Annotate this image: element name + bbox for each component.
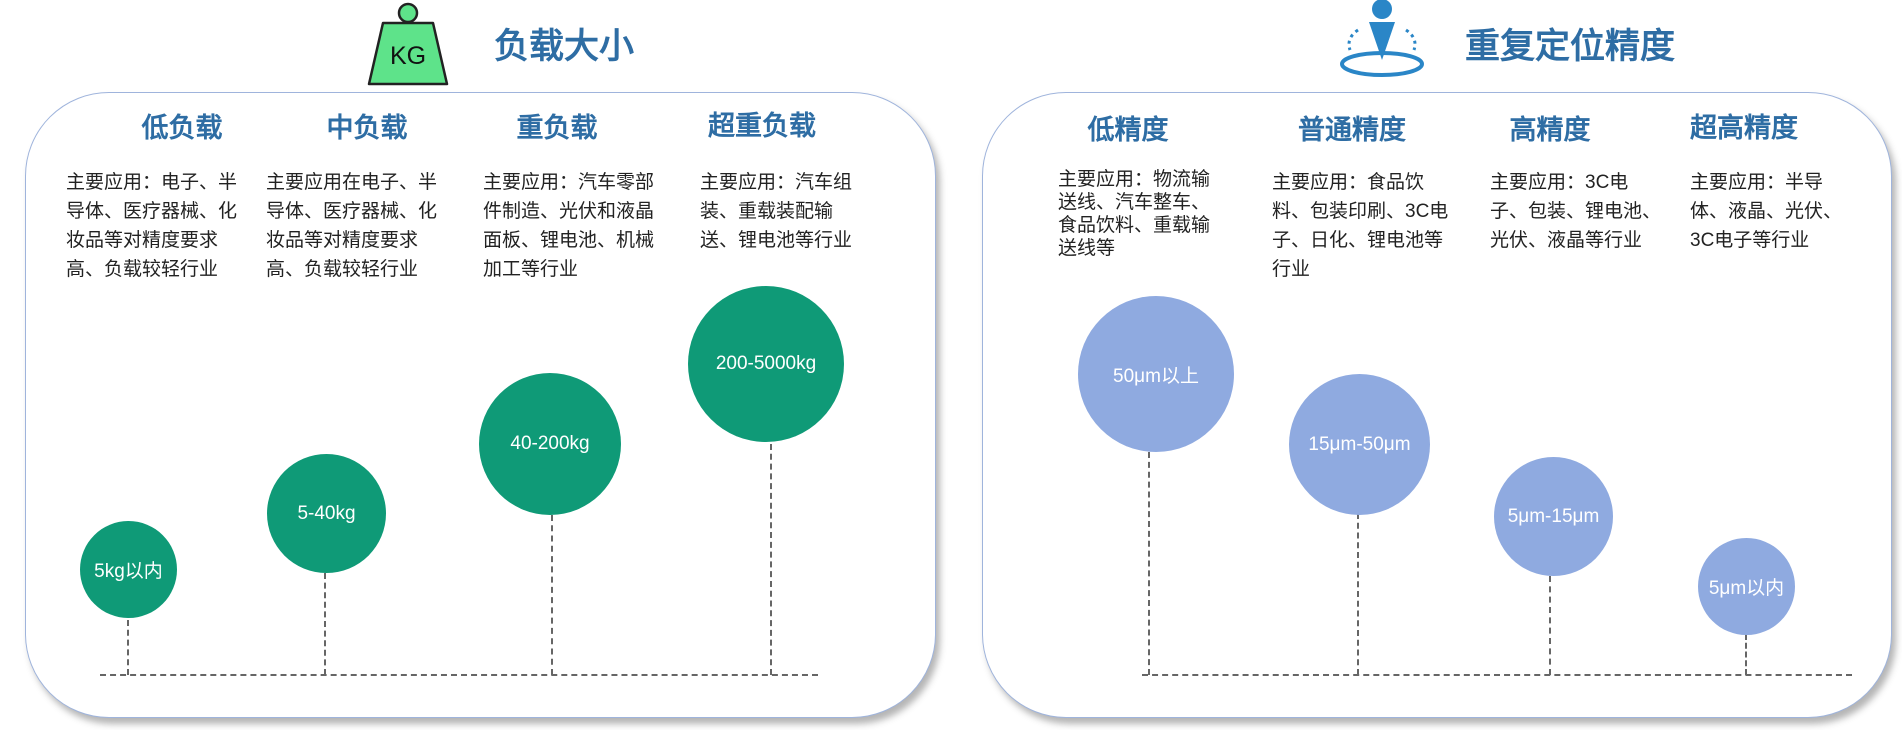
- category-title-super-heavy-load: 超重负载: [708, 111, 816, 141]
- load-title: 负载大小: [494, 27, 635, 66]
- category-desc-low-load: 主要应用：电子、半导体、医疗器械、化妆品等对精度要求高、负载较轻行业: [66, 172, 238, 280]
- connector-line: [324, 573, 326, 675]
- value-circle-medium-load: 5-40kg: [267, 454, 386, 573]
- connector-line: [1549, 576, 1551, 675]
- connector-line: [1745, 634, 1747, 675]
- precision-title: 重复定位精度: [1465, 27, 1676, 66]
- value-circle-low-precision: 50μm以上: [1078, 296, 1234, 452]
- value-circle-normal-precision: 15μm-50μm: [1289, 374, 1430, 515]
- category-desc-normal-precision: 主要应用：食品饮料、包装印刷、3C电子、日化、锂电池等行业: [1272, 172, 1449, 280]
- value-circle-low-load: 5kg以内: [80, 521, 177, 618]
- category-title-high-precision: 高精度: [1509, 115, 1591, 145]
- connector-line: [551, 515, 553, 675]
- value-circle-heavy-load: 40-200kg: [479, 373, 621, 515]
- kg-label: KG: [389, 42, 427, 70]
- category-desc-high-precision: 主要应用：3C电子、包装、锂电池、光伏、液晶等行业: [1490, 172, 1662, 251]
- connector-line: [127, 620, 129, 675]
- category-desc-medium-load: 主要应用在电子、半导体、医疗器械、化妆品等对精度要求高、负载较轻行业: [266, 172, 438, 280]
- category-title-low-load: 低负载: [141, 113, 223, 143]
- category-desc-ultra-high-precision: 主要应用：半导体、液晶、光伏、3C电子等行业: [1690, 172, 1843, 251]
- kg-weight-icon: [367, 2, 449, 86]
- category-title-ultra-high-precision: 超高精度: [1690, 113, 1798, 143]
- baseline: [1142, 674, 1852, 676]
- category-title-normal-precision: 普通精度: [1298, 115, 1406, 145]
- category-title-heavy-load: 重负载: [516, 113, 598, 143]
- value-circle-super-heavy-load: 200-5000kg: [688, 286, 844, 442]
- category-desc-super-heavy-load: 主要应用：汽车组装、重载装配输送、锂电池等行业: [700, 172, 853, 251]
- baseline: [100, 674, 818, 676]
- value-circle-ultra-high-precision: 5μm以内: [1698, 538, 1795, 635]
- value-circle-high-precision: 5μm-15μm: [1494, 457, 1613, 576]
- connector-line: [770, 444, 772, 675]
- connector-line: [1357, 513, 1359, 675]
- category-desc-low-precision: 主要应用：物流输送线、汽车整车、食品饮料、重载输送线等: [1058, 169, 1211, 259]
- connector-line: [1148, 452, 1150, 675]
- category-desc-heavy-load: 主要应用：汽车零部件制造、光伏和液晶面板、锂电池、机械加工等行业: [483, 172, 655, 280]
- location-pin-icon: [1340, 0, 1424, 77]
- category-title-low-precision: 低精度: [1087, 115, 1169, 145]
- category-title-medium-load: 中负载: [326, 113, 408, 143]
